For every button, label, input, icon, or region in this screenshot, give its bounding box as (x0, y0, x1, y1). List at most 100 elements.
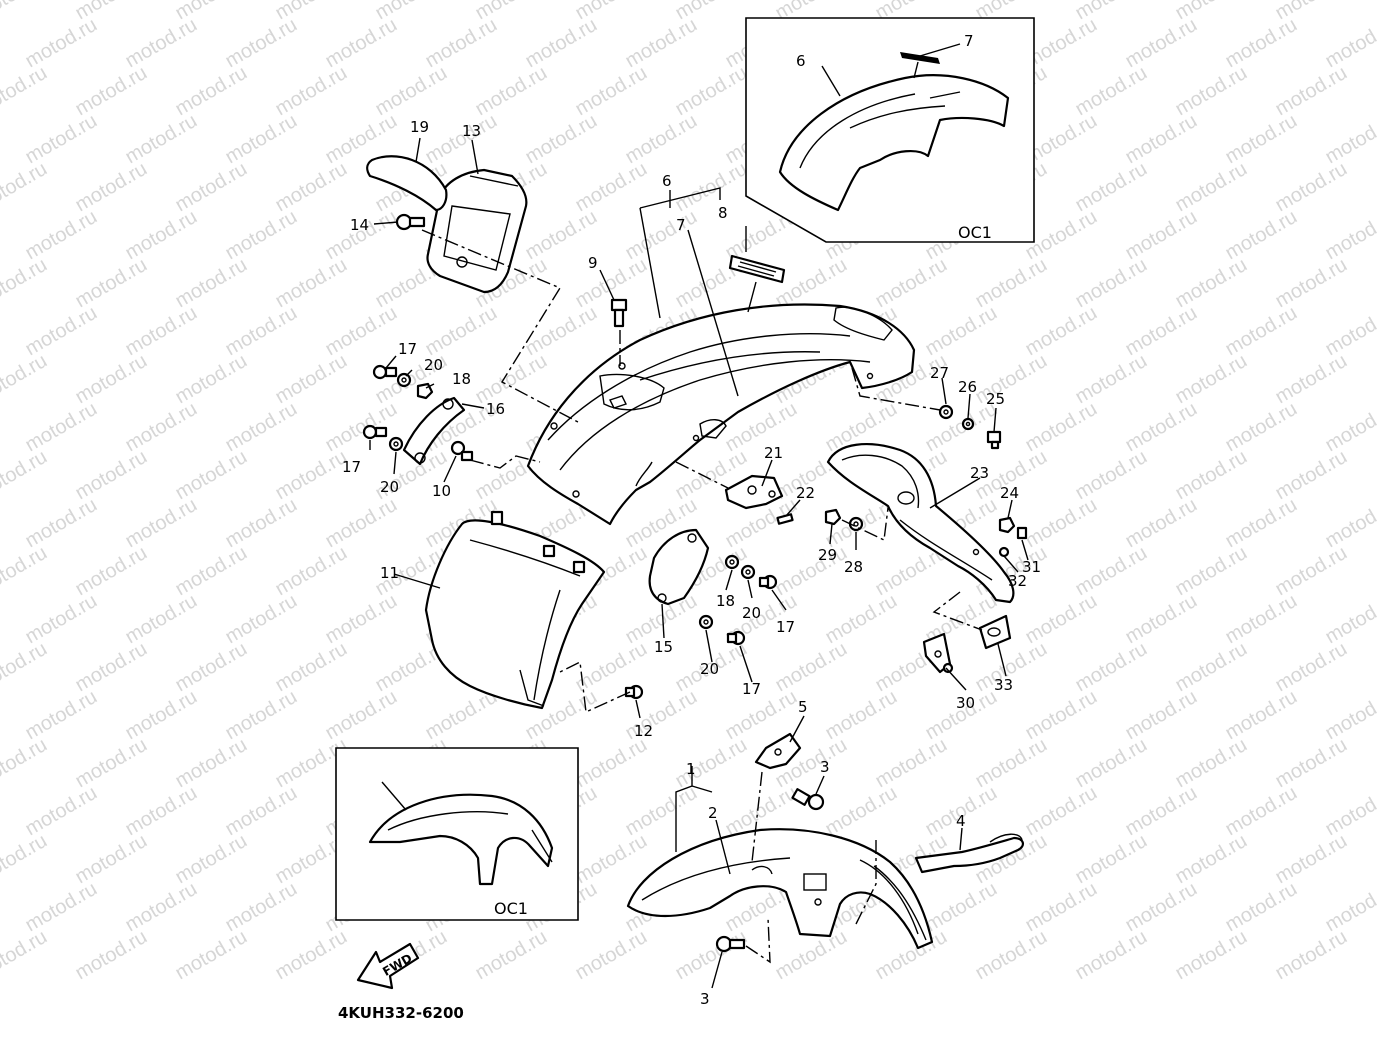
watermark-text: motod.ru (472, 350, 551, 409)
watermark-text: motod.ru (1222, 14, 1301, 73)
watermark-text: motod.ru (1322, 110, 1378, 169)
watermark-text: motod.ru (1122, 686, 1201, 745)
watermark-text: motod.ru (1122, 878, 1201, 937)
watermark-text: motod.ru (422, 302, 501, 361)
callout-1: 1 (686, 760, 696, 778)
callout-25: 25 (986, 390, 1005, 408)
watermark-text: motod.ru (72, 158, 151, 217)
watermark-text: motod.ru (1022, 398, 1101, 457)
watermark-text: motod.ru (1222, 110, 1301, 169)
watermark-text: motod.ru (572, 158, 651, 217)
fwd-arrow: FWD (358, 944, 418, 988)
callout-29: 29 (818, 546, 837, 564)
watermark-text: motod.ru (172, 542, 251, 601)
callout-26: 26 (958, 378, 977, 396)
watermark-text: motod.ru (1072, 62, 1151, 121)
callout-7-main: 7 (676, 216, 686, 234)
watermark-text: motod.ru (1322, 206, 1378, 265)
callout-20-left: 20 (380, 478, 399, 496)
watermark-text: motod.ru (322, 590, 401, 649)
watermark-text: motod.ru (572, 830, 651, 889)
watermark-text: motod.ru (122, 494, 201, 553)
watermark-text: motod.ru (272, 254, 351, 313)
watermark-text: motod.ru (172, 446, 251, 505)
watermark-text: motod.ru (972, 254, 1051, 313)
watermark-text: motod.ru (572, 734, 651, 793)
watermark-text: motod.ru (422, 14, 501, 73)
watermark-text: motod.ru (272, 638, 351, 697)
watermark-text: motod.ru (1322, 782, 1378, 841)
watermark-text: motod.ru (1272, 734, 1351, 793)
watermark-text: motod.ru (772, 542, 851, 601)
callout-20-lower: 20 (700, 660, 719, 678)
watermark-text: motod.ru (172, 926, 251, 985)
watermark-text: motod.ru (1222, 686, 1301, 745)
watermark-text: motod.ru (1122, 14, 1201, 73)
callout-17-upper: 17 (398, 340, 417, 358)
watermark-text: motod.ru (622, 110, 701, 169)
callout-23: 23 (970, 464, 989, 482)
watermark-text: motod.ru (0, 830, 51, 889)
watermark-text: motod.ru (972, 926, 1051, 985)
bolt-14 (397, 215, 424, 229)
watermark-text: motod.ru (222, 110, 301, 169)
callout-10: 10 (432, 482, 451, 500)
watermark-text: motod.ru (1272, 254, 1351, 313)
watermark-text: motod.ru (272, 350, 351, 409)
watermark-text: motod.ru (0, 638, 51, 697)
watermark-text: motod.ru (872, 254, 951, 313)
callout-18-upper: 18 (452, 370, 471, 388)
watermark-text: motod.ru (1272, 926, 1351, 985)
reflector-33 (980, 616, 1010, 648)
callout-17-center: 17 (776, 618, 795, 636)
watermark-text: motod.ru (672, 158, 751, 217)
rear-fender-inset (746, 18, 1034, 242)
watermark-text: motod.ru (1172, 158, 1251, 217)
watermark-text: motod.ru (122, 110, 201, 169)
watermark-text: motod.ru (22, 494, 101, 553)
watermark-text: motod.ru (472, 62, 551, 121)
watermark-text: motod.ru (172, 350, 251, 409)
watermark-text: motod.ru (122, 398, 201, 457)
watermark-text: motod.ru (72, 350, 151, 409)
watermark-text: motod.ru (222, 686, 301, 745)
front-fender (628, 829, 932, 948)
watermark-text: motod.ru (1222, 590, 1301, 649)
callout-9: 9 (588, 254, 598, 272)
watermark-text: motod.ru (1172, 926, 1251, 985)
watermark-text: motod.ru (1172, 734, 1251, 793)
callout-30: 30 (956, 694, 975, 712)
watermark-text: motod.ru (322, 398, 401, 457)
watermark-text: motod.ru (272, 542, 351, 601)
watermark-text: motod.ru (1022, 686, 1101, 745)
callout-3-lower: 3 (700, 990, 710, 1008)
watermark-text: motod.ru (172, 638, 251, 697)
watermark-text: motod.ru (1072, 830, 1151, 889)
watermark-text: motod.ru (0, 158, 51, 217)
watermark-text: motod.ru (1172, 542, 1251, 601)
callout-22: 22 (796, 484, 815, 502)
watermark-text: motod.ru (572, 926, 651, 985)
watermark-text: motod.ru (822, 590, 901, 649)
watermark-text: motod.ru (1122, 494, 1201, 553)
watermark-text: motod.ru (772, 638, 851, 697)
watermark-text: motod.ru (1322, 590, 1378, 649)
watermark-text: motod.ru (1122, 398, 1201, 457)
watermark-text: motod.ru (222, 206, 301, 265)
watermark-text: motod.ru (172, 62, 251, 121)
bracket-15 (650, 530, 708, 604)
watermark-text: motod.ru (1072, 542, 1151, 601)
inset-label-top: OC1 (958, 223, 992, 242)
watermark-text: motod.ru (572, 62, 651, 121)
watermark-text: motod.ru (972, 734, 1051, 793)
watermark-text: motod.ru (272, 446, 351, 505)
watermark-text: motod.ru (1022, 782, 1101, 841)
bolt-3-lower (717, 937, 744, 951)
watermark-text: motod.ru (22, 686, 101, 745)
callout-6-inset: 6 (796, 52, 806, 70)
watermark-text: motod.ru (922, 878, 1001, 937)
watermark-text: motod.ru (1272, 638, 1351, 697)
watermark-text: motod.ru (1172, 350, 1251, 409)
watermark-text: motod.ru (1322, 398, 1378, 457)
watermark-text: motod.ru (22, 878, 101, 937)
